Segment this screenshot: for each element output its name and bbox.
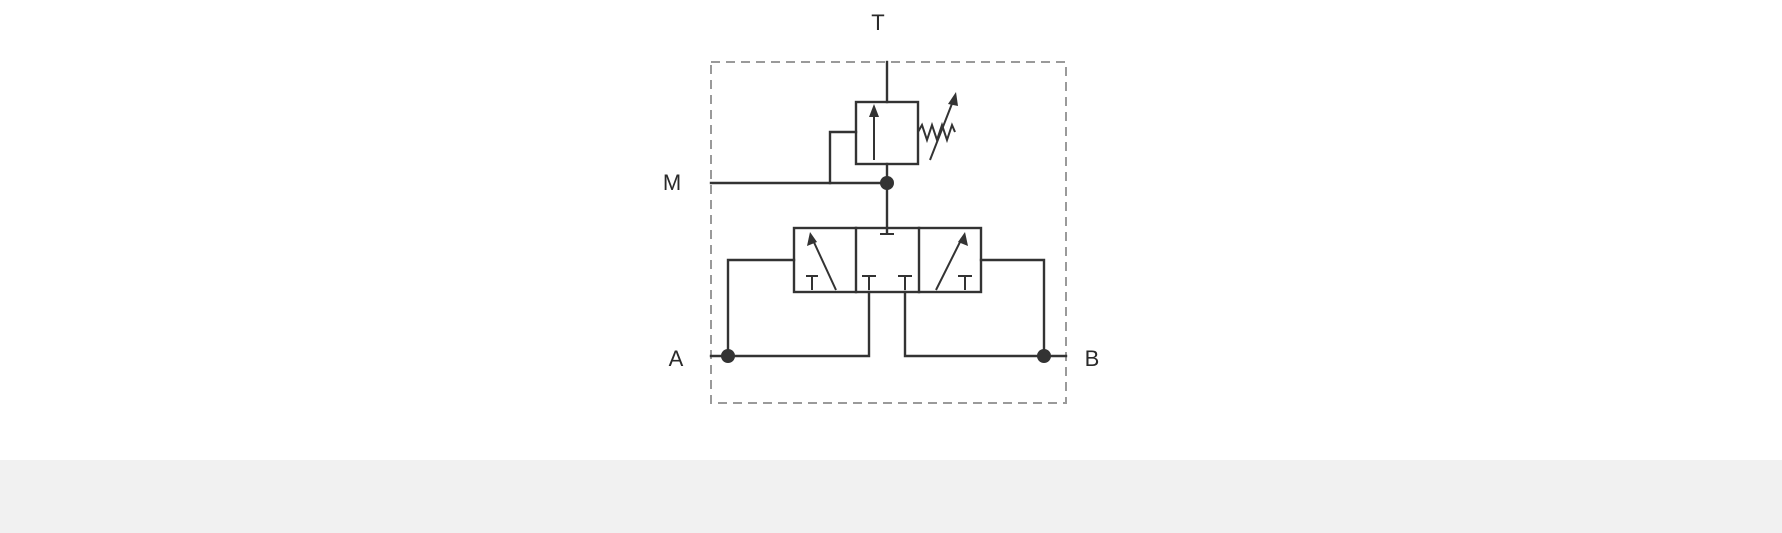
adjust-arrow-icon xyxy=(929,95,956,161)
relief-valve xyxy=(854,92,958,166)
directional-valve xyxy=(792,226,983,294)
port-label-t: T xyxy=(871,10,884,35)
relief-valve-arrowhead xyxy=(869,104,879,117)
port-label-b: B xyxy=(1085,346,1100,371)
diagram-area: T M A B xyxy=(662,10,1100,404)
adjust-arrowhead-icon xyxy=(948,92,958,106)
junction-a xyxy=(721,349,735,363)
left-arrowhead xyxy=(807,232,817,246)
footer-bar xyxy=(0,460,1782,533)
return-line-a xyxy=(726,290,871,358)
right-arrowhead xyxy=(958,232,968,246)
port-label-m: M xyxy=(663,170,681,195)
line-to-b-side xyxy=(979,258,1046,358)
right-flow-arrow xyxy=(935,237,963,291)
line-to-a-side xyxy=(726,258,796,358)
valve-housing-boundary xyxy=(710,61,1067,404)
spring-icon xyxy=(917,121,956,144)
return-line-b xyxy=(903,290,1046,358)
port-label-a: A xyxy=(669,346,684,371)
relief-valve-body xyxy=(854,100,920,166)
left-flow-arrow xyxy=(811,237,837,291)
junction-b xyxy=(1037,349,1051,363)
hydraulic-schematic: T M A B xyxy=(663,10,1100,404)
pilot-line xyxy=(828,130,858,185)
